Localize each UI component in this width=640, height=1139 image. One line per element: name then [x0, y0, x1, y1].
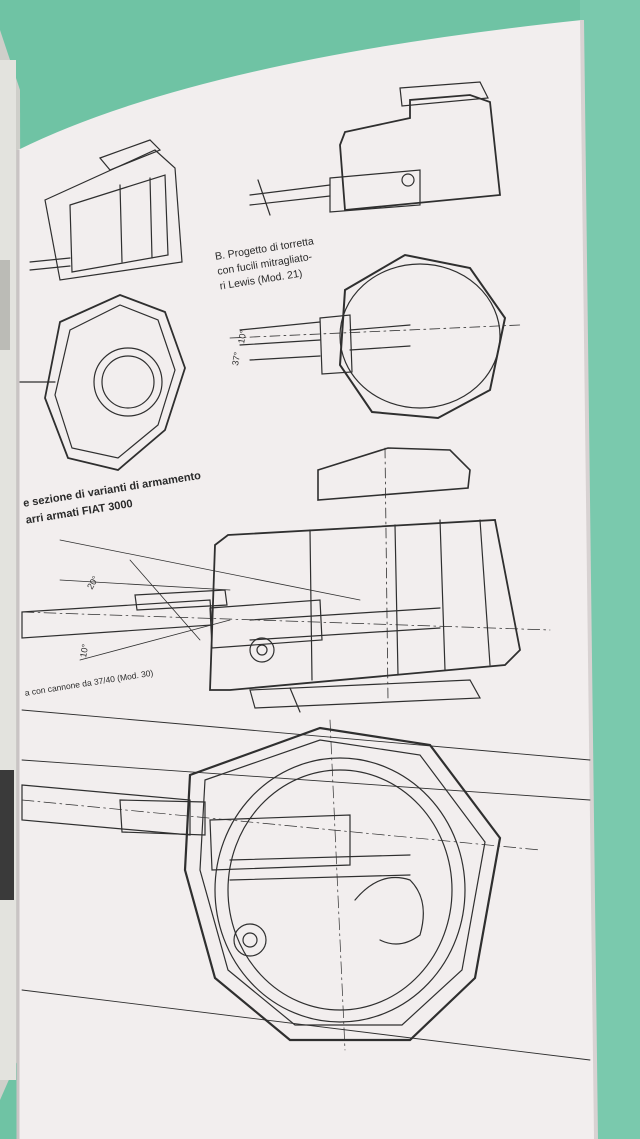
lewis-turret-elevation-drawing — [249, 81, 501, 216]
lewis-turret-plan-drawing — [229, 253, 521, 420]
cannon-turret-section-drawing — [21, 447, 551, 713]
book-page — [18, 20, 596, 1139]
angle-label: 10° — [78, 643, 90, 659]
angle-label: 37° — [230, 351, 242, 367]
cannon-turret-plan-drawing — [21, 709, 591, 1061]
angle-label: 10° — [236, 329, 248, 345]
turret-side-view-drawing — [29, 139, 183, 281]
turret-plan-view-drawing — [19, 294, 186, 471]
